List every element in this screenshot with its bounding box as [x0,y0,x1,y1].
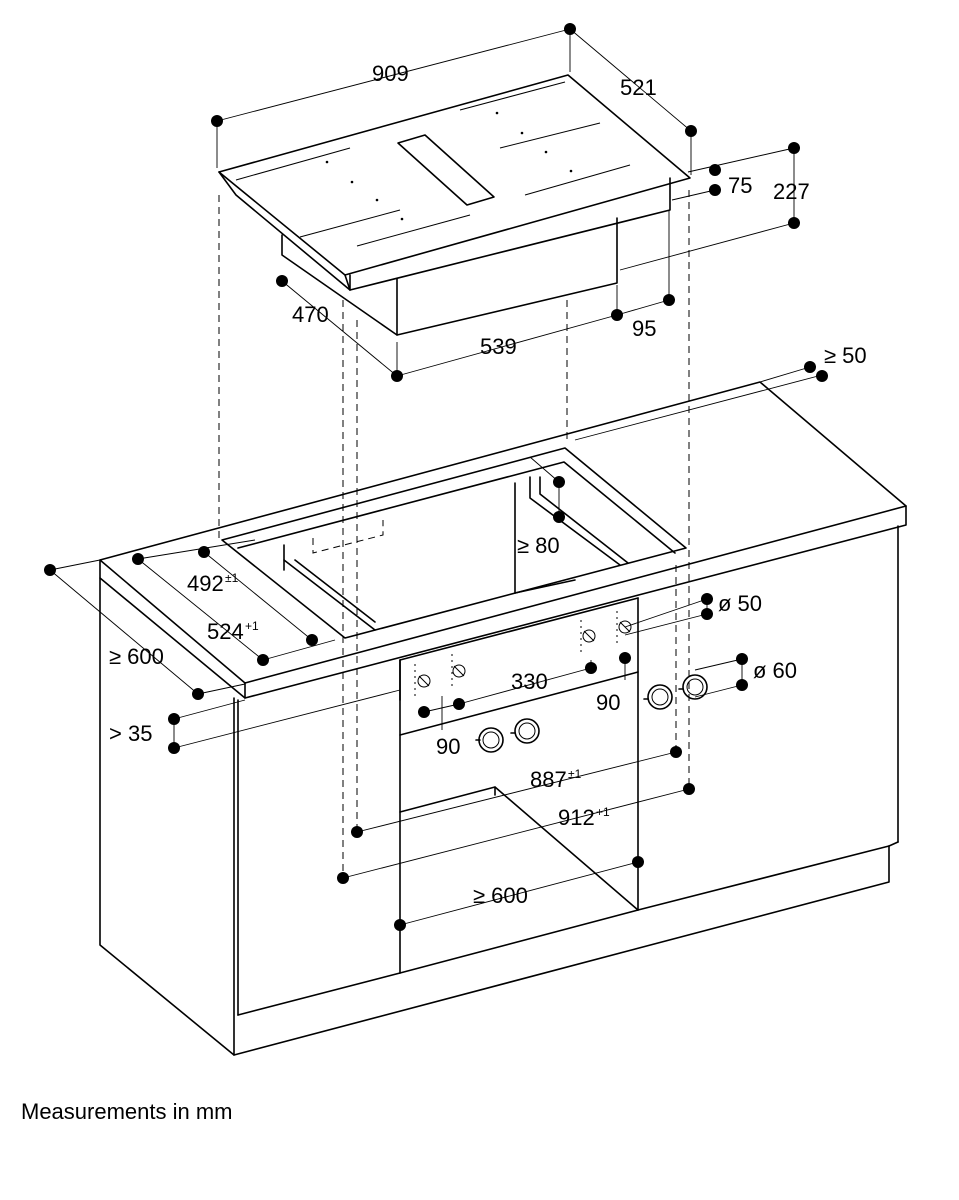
cabinet-dimension-lines [49,366,823,926]
label-flush-cutout-tolerance: +1 [245,619,259,633]
label-cutout-depth-tolerance: ±1 [225,571,239,585]
label-cutout-depth: 492 [187,571,224,596]
label-housing-width: 539 [480,334,517,359]
label-min-cabinet-width: ≥ 600 [473,883,528,908]
label-glass-thickness: 75 [728,173,752,198]
label-flush-cutout-width-tolerance: +1 [596,805,610,819]
control-knobs [414,611,708,753]
label-knob-pair-spacing-left: 90 [436,734,460,759]
label-knob-pair-spacing-right: 90 [596,690,620,715]
label-housing-depth: 470 [292,302,329,327]
label-total-height: 227 [773,179,810,204]
label-housing-offset: 95 [632,316,656,341]
label-cutout-width-tolerance: ±1 [568,767,582,781]
label-min-side-clearance: ≥ 80 [517,533,560,558]
projection-lines [218,190,690,878]
label-min-worktop-thickness: > 35 [109,721,152,746]
label-cutout-width: 887 [530,767,567,792]
label-flush-cutout-width: 912 [558,805,595,830]
cooktop-dimension-lines [216,28,795,377]
cooktop-appliance [218,74,691,336]
label-min-worktop-depth: ≥ 600 [109,644,164,669]
kitchen-cabinet [99,381,907,1056]
label-appliance-depth: 521 [620,75,657,100]
dimension-dots [44,23,828,931]
label-knob-hole-diameter: ø 50 [718,591,762,616]
label-flush-cutout-depth: 524 [207,619,244,644]
label-min-rear-clearance: ≥ 50 [824,343,867,368]
measurement-unit-note: Measurements in mm [21,1099,233,1124]
label-knob-spacing: 330 [511,669,548,694]
dimension-labels: 909 521 75 227 470 539 95 ≥ 50 ≥ 80 492 … [109,61,867,908]
installation-diagram: 909 521 75 227 470 539 95 ≥ 50 ≥ 80 492 … [44,23,907,1056]
label-knob-diameter: ø 60 [753,658,797,683]
knob [475,674,708,753]
label-appliance-width: 909 [372,61,409,86]
